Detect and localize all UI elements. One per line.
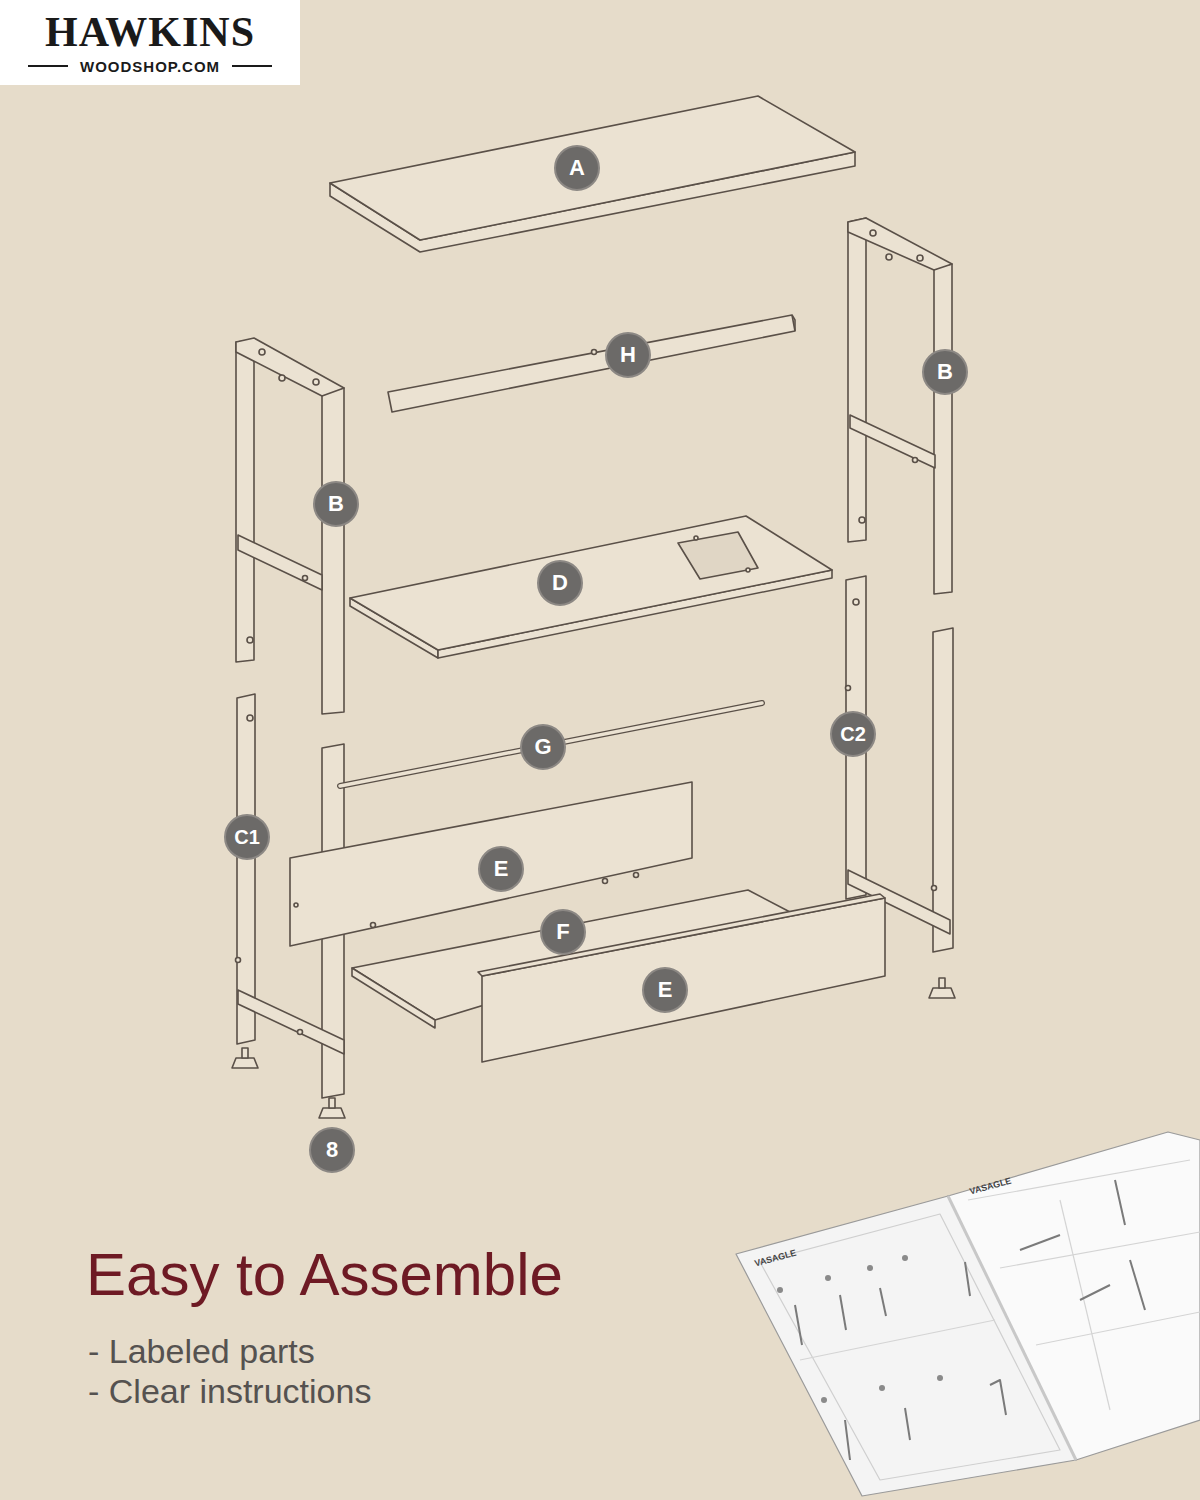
callout-letter: D [537,560,583,606]
callout-letter: E [642,967,688,1013]
callout-letter: B [922,349,968,395]
callout-letter: C1 [224,814,270,860]
callout-letter: C2 [830,711,876,757]
callout-letter: E [478,846,524,892]
callout-letter: F [540,909,586,955]
feature-bullet: - Labeled parts [88,1332,315,1371]
logo-ground [0,0,300,85]
callout-letter: G [520,724,566,770]
callout-letter: A [554,145,600,191]
callout-letter: 8 [309,1127,355,1173]
heading: Easy to Assemble [86,1240,563,1309]
callout-letter: B [313,481,359,527]
feature-bullet: - Clear instructions [88,1372,371,1411]
logo-subtitle: WOODSHOP.COM [80,58,220,75]
callout-letter: H [605,332,651,378]
logo-wordmark: HAWKINS [45,8,255,56]
